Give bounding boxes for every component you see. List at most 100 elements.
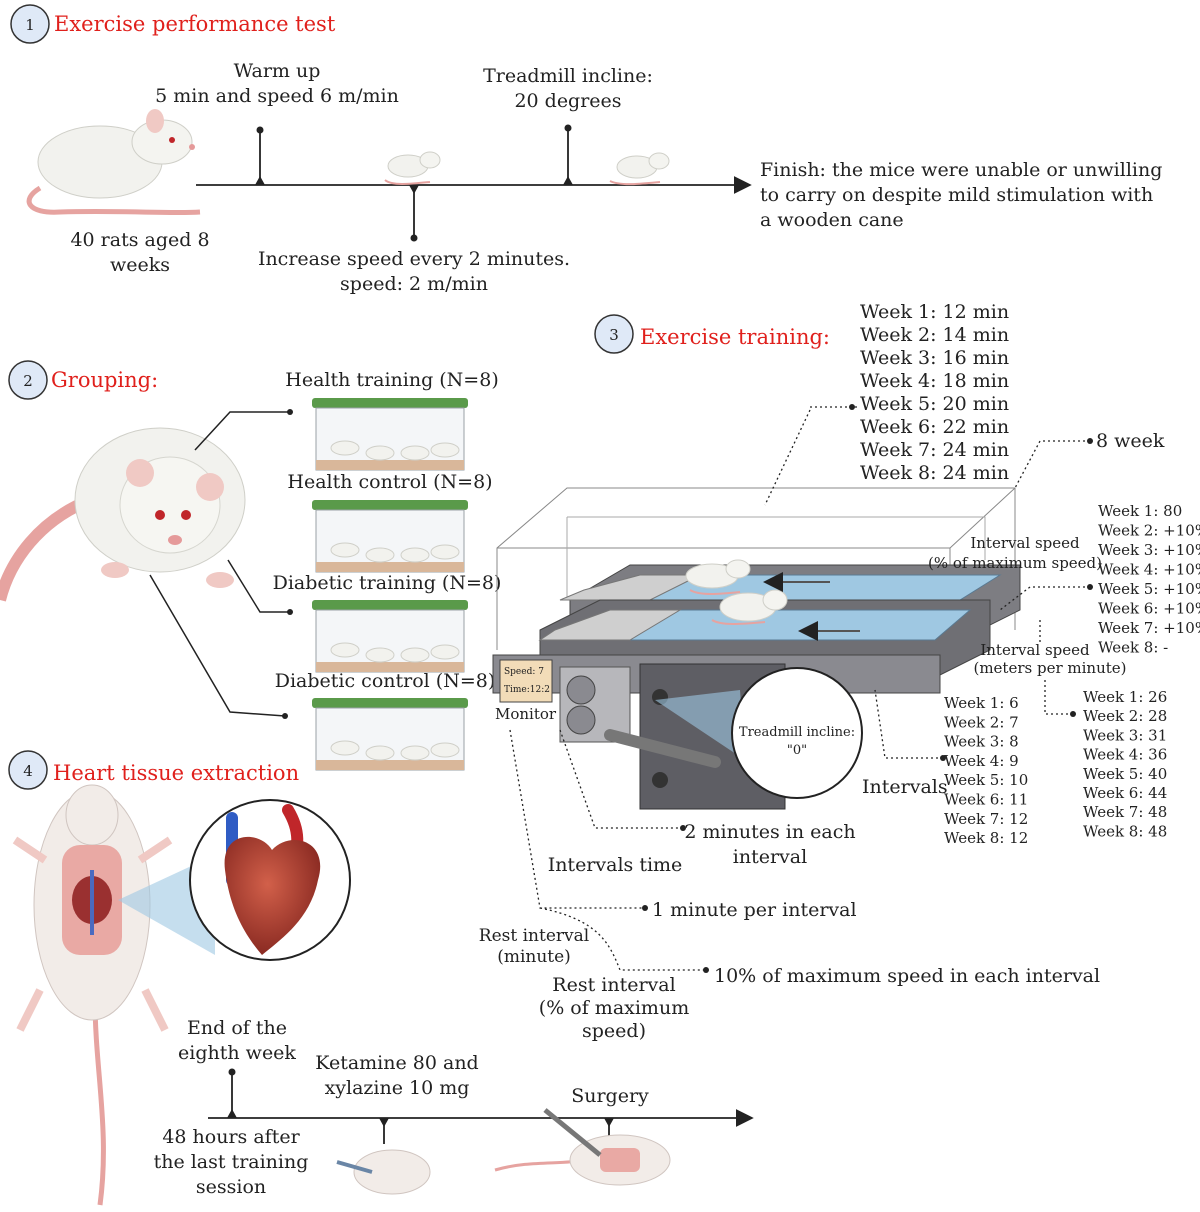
finish-line1: Finish: the mice were unable or unwillin… bbox=[760, 159, 1162, 181]
step-4-badge bbox=[8, 750, 48, 790]
interval-speed-mpm-item: Week 4: 36 bbox=[1083, 746, 1167, 764]
session-minutes-item: Week 6: 22 min bbox=[860, 416, 1009, 438]
interval-speed-pct-item: Week 2: +10% bbox=[1098, 522, 1200, 540]
rat-on-treadmill-icon bbox=[711, 589, 788, 625]
interval-speed-mpm-item: Week 6: 44 bbox=[1083, 784, 1167, 802]
group-label-diabetic-control: Diabetic control (N=8) bbox=[275, 670, 496, 692]
interval-speed-pct-item: Week 1: 80 bbox=[1098, 502, 1182, 520]
section-1-title: Exercise performance test bbox=[54, 12, 336, 36]
intervals-time-label: Intervals time bbox=[548, 854, 683, 876]
cage-icon bbox=[312, 600, 468, 673]
duration-label: 8 week bbox=[1096, 430, 1165, 452]
session-minutes-item: Week 5: 20 min bbox=[860, 393, 1009, 415]
session-minutes-item: Week 8: 24 min bbox=[860, 462, 1009, 484]
step-3-number: 3 bbox=[609, 326, 619, 344]
rest-pct-label-line3: speed) bbox=[582, 1020, 646, 1042]
surgery-rat-icon bbox=[494, 1108, 671, 1186]
interval-speed-mpm-item: Week 5: 40 bbox=[1083, 765, 1167, 783]
anesthesia-line1: Ketamine 80 and bbox=[315, 1052, 478, 1074]
intervals-label: Intervals bbox=[862, 776, 948, 798]
interval-speed-mpm-item: Week 8: 48 bbox=[1083, 822, 1167, 840]
monitor-display bbox=[499, 659, 553, 703]
intervals-item: Week 1: 6 bbox=[944, 694, 1019, 712]
surgery-label: Surgery bbox=[571, 1085, 649, 1107]
finish-line2: to carry on despite mild stimulation wit… bbox=[760, 184, 1153, 206]
intervals-time-value-line1: 2 minutes in each bbox=[684, 821, 855, 843]
interval-speed-pct-item: Week 4: +10% bbox=[1098, 561, 1200, 579]
interval-speed-pct-item: Week 8: - bbox=[1098, 639, 1168, 657]
section-2: 2 Grouping: Health training (N=8) Health… bbox=[0, 360, 502, 771]
rest-pct-label-line2: (% of maximum bbox=[539, 997, 689, 1019]
interval-speed-pct-item: Week 5: +10% bbox=[1098, 580, 1200, 598]
rat-icon bbox=[26, 109, 201, 216]
anesthetized-rat-icon bbox=[336, 1149, 431, 1195]
rest-minute-label-line2: (minute) bbox=[497, 947, 571, 967]
interval-speed-mpm-label-line1: Interval speed bbox=[980, 641, 1090, 659]
group-label-health-control: Health control (N=8) bbox=[287, 471, 492, 493]
small-rat-icon bbox=[609, 152, 670, 186]
after-line2: the last training bbox=[154, 1151, 309, 1173]
step-1-badge bbox=[10, 4, 50, 44]
interval-speed-pct-list: Week 1: 80 Week 2: +10%Week 3: +10% Week 4… bbox=[1098, 502, 1200, 657]
interval-speed-pct-item: Week 7: +10% bbox=[1098, 619, 1200, 637]
incline-line1: Treadmill incline: bbox=[483, 65, 653, 87]
intervals-item: Week 5: 10 bbox=[944, 771, 1028, 789]
intervals-item: Week 8: 12 bbox=[944, 829, 1028, 847]
anesthesia-line2: xylazine 10 mg bbox=[325, 1077, 470, 1099]
intervals-time-value-line2: interval bbox=[733, 846, 807, 868]
rest-pct-label-line1: Rest interval bbox=[552, 974, 675, 996]
session-minutes-item: Week 4: 18 min bbox=[860, 370, 1009, 392]
section-3: 3 Exercise training: bbox=[479, 301, 1200, 1042]
rats-label-line2: weeks bbox=[110, 254, 170, 276]
warmup-line1: Warm up bbox=[234, 60, 321, 82]
small-rat-icon bbox=[384, 151, 441, 185]
finish-line3: a wooden cane bbox=[760, 209, 904, 231]
section-4: 4 Heart tissue extraction bbox=[8, 750, 754, 1206]
section-1: 1 Exercise performance test 40 rats aged… bbox=[10, 4, 1162, 295]
warmup-line2: 5 min and speed 6 m/min bbox=[155, 85, 399, 107]
dissected-rat-icon bbox=[12, 784, 173, 1206]
after-line3: session bbox=[196, 1176, 266, 1198]
incline-zoom-line2: "0" bbox=[787, 743, 807, 758]
step-1-number: 1 bbox=[25, 16, 35, 34]
section-3-title: Exercise training: bbox=[640, 325, 830, 349]
intervals-item: Week 2: 7 bbox=[944, 713, 1019, 731]
rat-icon bbox=[0, 427, 246, 602]
group-label-diabetic-training: Diabetic training (N=8) bbox=[273, 572, 502, 594]
heart-icon bbox=[224, 804, 321, 955]
incline-zoom-line1: Treadmill incline: bbox=[739, 725, 855, 740]
intervals-item: Week 3: 8 bbox=[944, 733, 1019, 751]
rest-minute-value: 1 minute per interval bbox=[652, 899, 857, 921]
session-minutes-item: Week 3: 16 min bbox=[860, 347, 1009, 369]
monitor-speed: Speed: 7 bbox=[504, 667, 544, 677]
cage-group bbox=[312, 398, 468, 771]
rats-label-line1: 40 rats aged 8 bbox=[70, 229, 209, 251]
intervals-item: Week 6: 11 bbox=[944, 791, 1028, 809]
after-line1: 48 hours after bbox=[162, 1126, 300, 1148]
monitor-time: Time:12:2 bbox=[504, 685, 550, 695]
treadmill: Speed: 7 Time:12:2 Monitor Treadmill inc… bbox=[492, 487, 1021, 810]
incline-zoom-circle bbox=[731, 667, 863, 799]
section-4-title: Heart tissue extraction bbox=[53, 761, 299, 785]
cage-icon bbox=[312, 398, 468, 471]
increase-line2: speed: 2 m/min bbox=[340, 273, 488, 295]
step-4-number: 4 bbox=[23, 762, 33, 780]
interval-speed-pct-item: Week 3: +10% bbox=[1098, 541, 1200, 559]
session-minutes-item: Week 1: 12 min bbox=[860, 301, 1009, 323]
rest-minute-label-line1: Rest interval bbox=[479, 926, 589, 946]
end-week-line2: eighth week bbox=[178, 1042, 296, 1064]
session-minutes-item: Week 2: 14 min bbox=[860, 324, 1009, 346]
intervals-item: Week 7: 12 bbox=[944, 810, 1028, 828]
incline-line2: 20 degrees bbox=[514, 90, 621, 112]
interval-speed-pct-label-line1: Interval speed bbox=[970, 534, 1080, 552]
rest-pct-value: 10% of maximum speed in each interval bbox=[714, 965, 1100, 987]
monitor-label: Monitor bbox=[495, 705, 557, 723]
interval-speed-mpm-item: Week 1: 26 bbox=[1083, 688, 1167, 706]
interval-speed-mpm-item: Week 7: 48 bbox=[1083, 803, 1167, 821]
interval-speed-mpm-item: Week 2: 28 bbox=[1083, 707, 1167, 725]
step-2-number: 2 bbox=[23, 372, 33, 390]
